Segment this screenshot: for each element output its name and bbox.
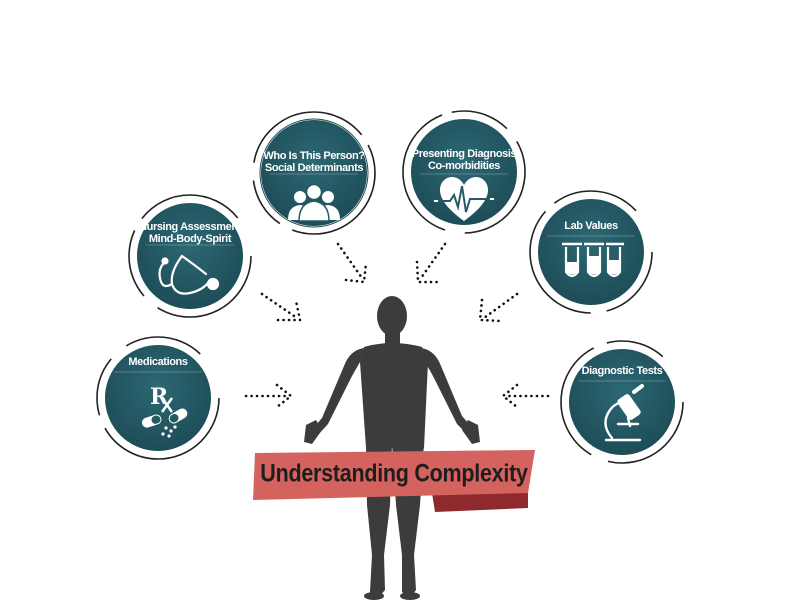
arrow-medications — [244, 383, 294, 409]
microscope-icon — [604, 384, 644, 442]
arrow-lab — [478, 292, 519, 323]
title-banner — [253, 450, 535, 512]
arrow-diagnostic — [500, 383, 550, 409]
node-diagnostic-title: Diagnostic Tests — [581, 365, 663, 377]
heart-ecg-icon — [434, 177, 494, 221]
node-nursing-subtitle: Mind-Body-Spirit — [148, 233, 232, 245]
node-medications-title: Medications — [128, 356, 188, 368]
node-lab-title: Lab Values — [564, 220, 618, 232]
rx-pills-icon: R — [141, 384, 188, 438]
test-tubes-icon — [562, 242, 624, 278]
stethoscope-icon — [158, 254, 220, 295]
node-nursing: Nursing Assessment Mind-Body-Spirit — [139, 221, 241, 245]
arrow-who — [336, 242, 368, 284]
node-medications: Medications — [128, 356, 188, 368]
node-who-title: Who Is This Person? — [263, 150, 365, 162]
node-diagnostic: Diagnostic Tests — [582, 365, 663, 377]
node-lab-circle — [529, 190, 653, 314]
node-presenting: Presenting Diagnosis Co-morbidities — [411, 148, 517, 172]
human-figure — [304, 296, 480, 600]
node-who-circle — [252, 111, 376, 235]
node-nursing-circle — [128, 194, 252, 318]
node-medications-circle — [96, 336, 220, 460]
node-who: Who Is This Person? Social Determinants — [263, 150, 365, 174]
arrow-nursing — [260, 292, 302, 322]
node-presenting-title: Presenting Diagnosis — [411, 148, 517, 160]
node-lab: Lab Values — [564, 220, 618, 232]
node-nursing-title: Nursing Assessment — [139, 221, 241, 233]
svg-text:R: R — [150, 384, 169, 410]
arrow-presenting — [415, 242, 447, 284]
people-group-icon — [288, 183, 340, 222]
node-presenting-subtitle: Co-morbidities — [427, 160, 501, 172]
banner-title: Understanding Complexity — [260, 459, 528, 488]
node-who-subtitle: Social Determinants — [264, 162, 364, 174]
